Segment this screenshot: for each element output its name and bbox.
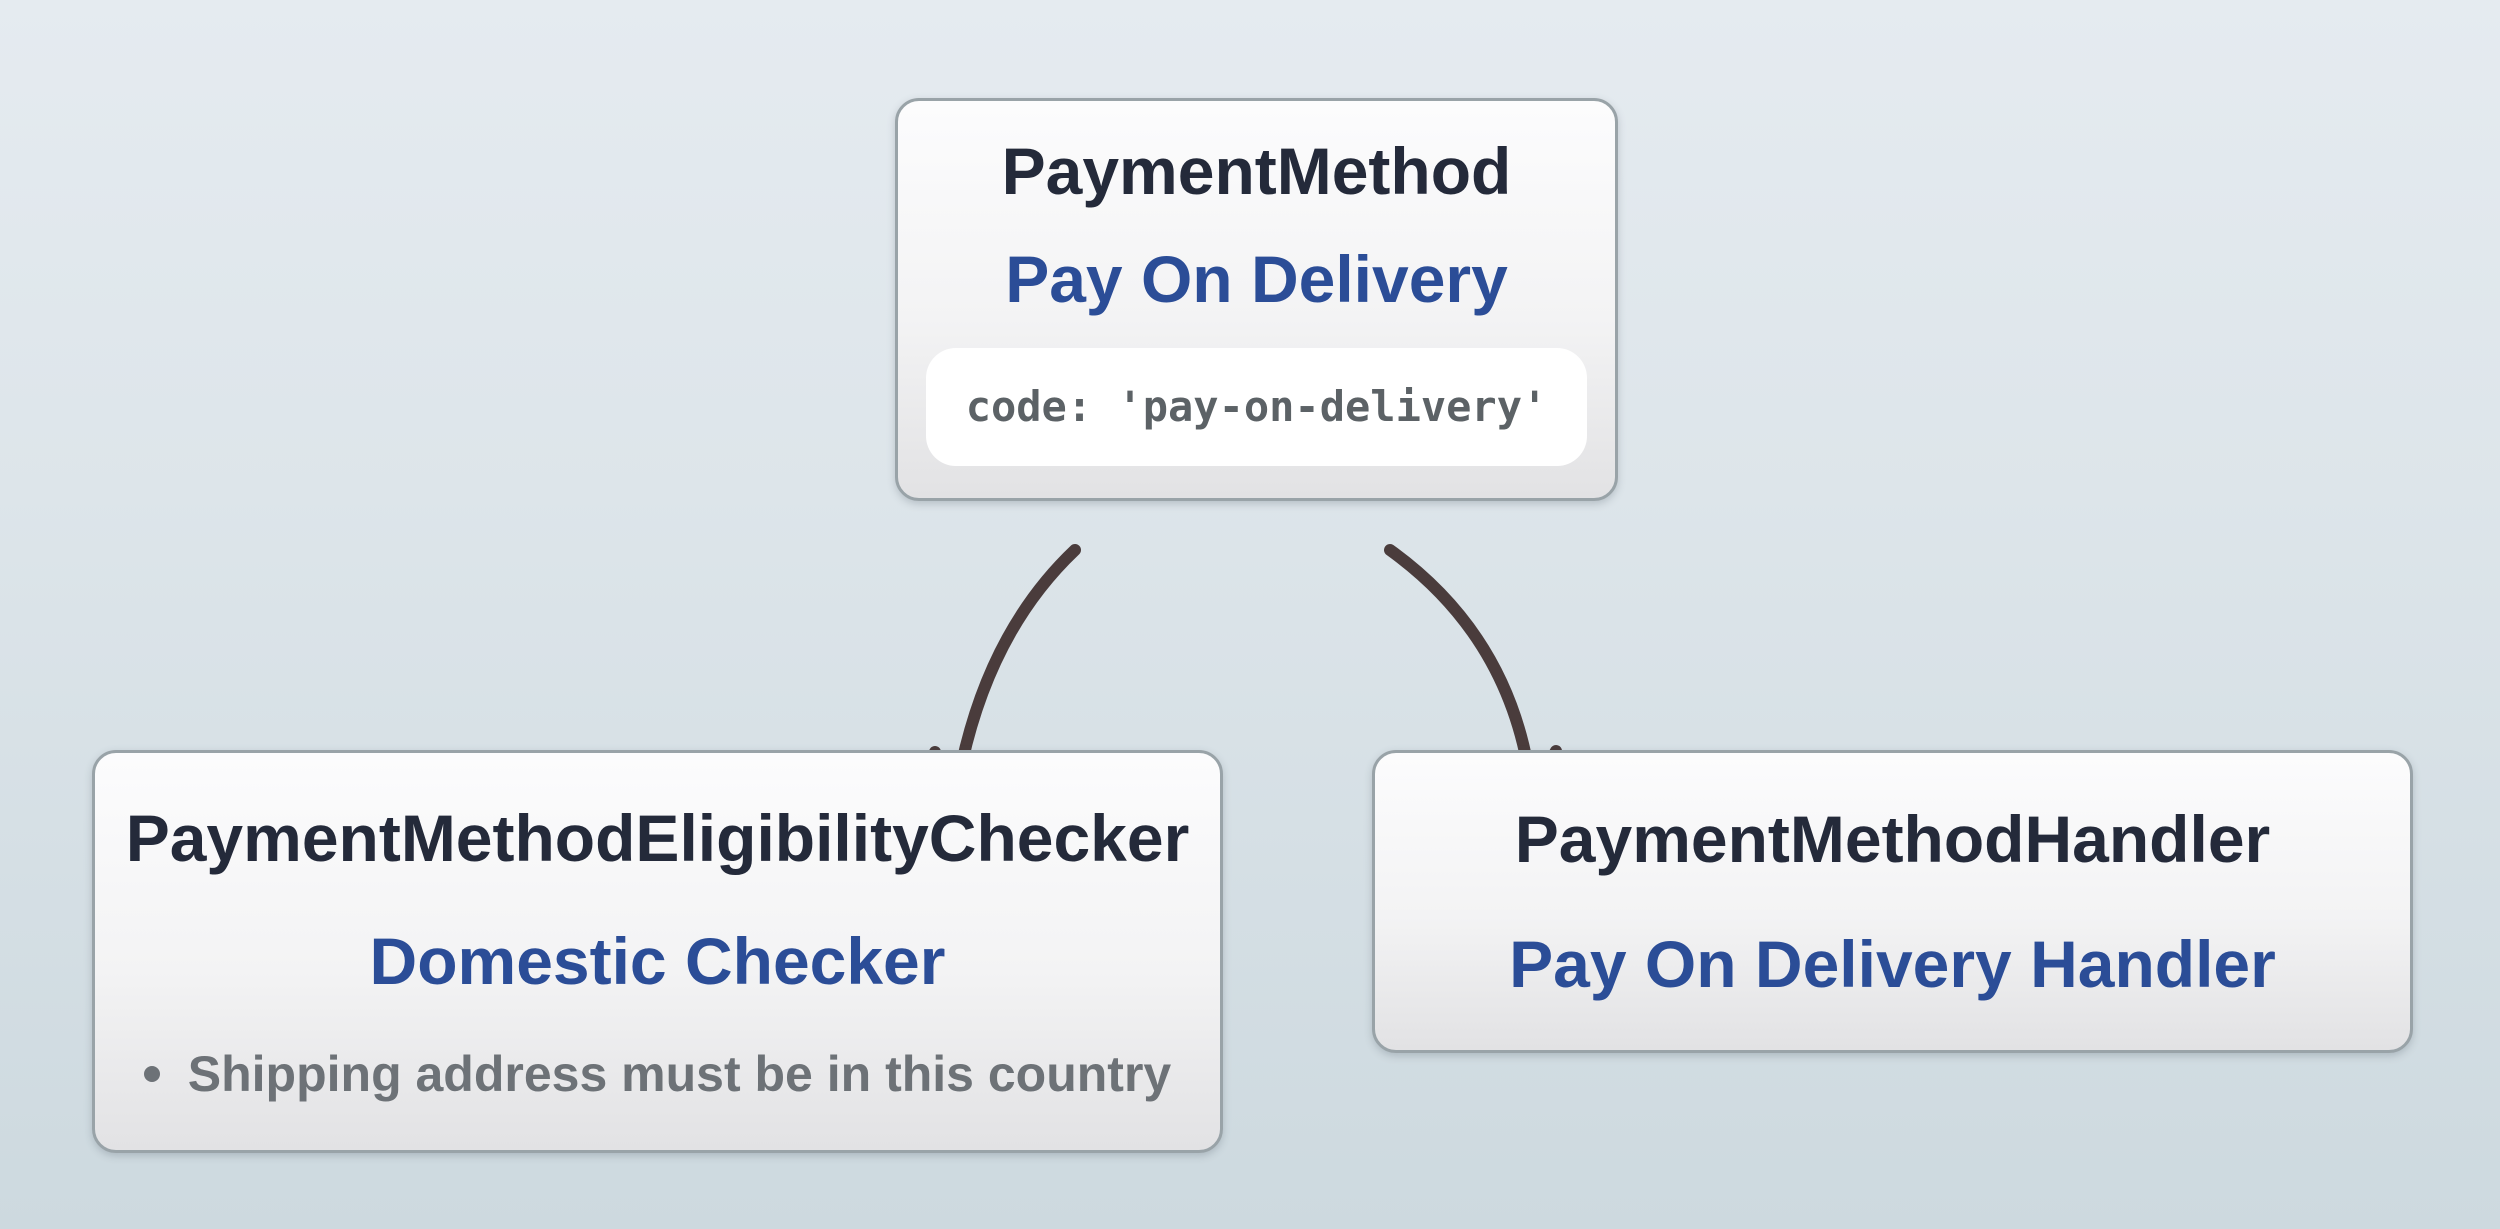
payment-method-code-badge: code: 'pay-on-delivery' <box>925 348 1588 467</box>
handler-instance-name: Pay On Delivery Handler <box>1509 926 2276 1001</box>
bullet-icon <box>143 1066 160 1083</box>
node-eligibility-checker: PaymentMethodEligibilityChecker Domestic… <box>92 750 1223 1153</box>
eligibility-rule-text: Shipping address must be in this country <box>187 1046 1172 1103</box>
node-payment-method: PaymentMethod Pay On Delivery code: 'pay… <box>895 98 1618 501</box>
payment-method-class-name: PaymentMethod <box>1001 133 1512 208</box>
eligibility-checker-class-name: PaymentMethodEligibilityChecker <box>125 800 1190 875</box>
payment-method-instance-name: Pay On Delivery <box>1005 241 1508 316</box>
node-handler: PaymentMethodHandler Pay On Delivery Han… <box>1372 750 2413 1053</box>
eligibility-checker-instance-name: Domestic Checker <box>369 923 946 998</box>
eligibility-rule-item: Shipping address must be in this country <box>143 1045 1172 1103</box>
handler-class-name: PaymentMethodHandler <box>1514 802 2271 877</box>
